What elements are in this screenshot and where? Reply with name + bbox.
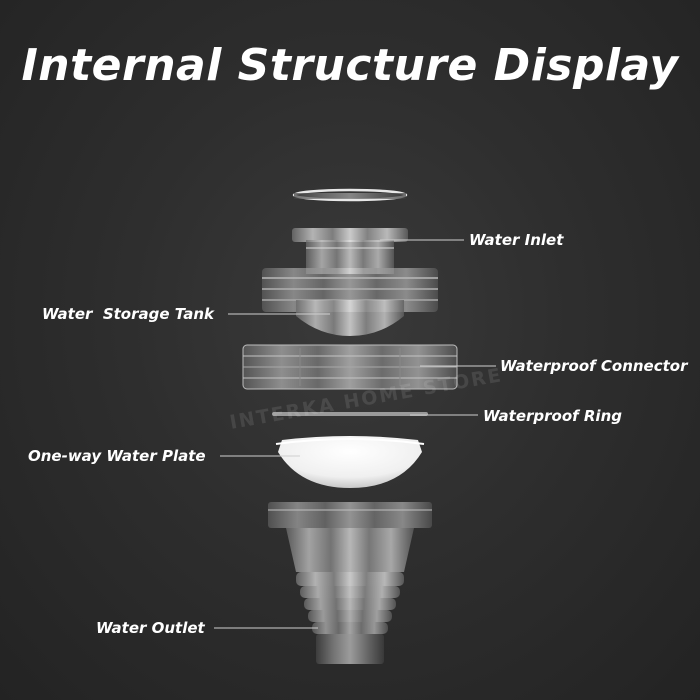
page-title: Internal Structure Display [21, 40, 679, 91]
waterproof-ring-part [272, 412, 428, 416]
one-way-water-plate-part [275, 436, 425, 488]
label-water-inlet: Water Inlet [469, 231, 564, 249]
label-water-outlet: Water Outlet [96, 619, 205, 637]
label-one-way-water-plate: One-way Water Plate [28, 447, 206, 465]
water-storage-tank-part [262, 268, 438, 336]
water-outlet-part [268, 502, 432, 664]
label-waterproof-connector: Waterproof Connector [500, 357, 688, 375]
water-inlet-part [292, 228, 408, 274]
label-water-storage-tank: Water Storage Tank [42, 305, 214, 323]
label-waterproof-ring: Waterproof Ring [483, 407, 622, 425]
waterproof-connector-part [242, 344, 458, 390]
top-cap [292, 188, 408, 202]
